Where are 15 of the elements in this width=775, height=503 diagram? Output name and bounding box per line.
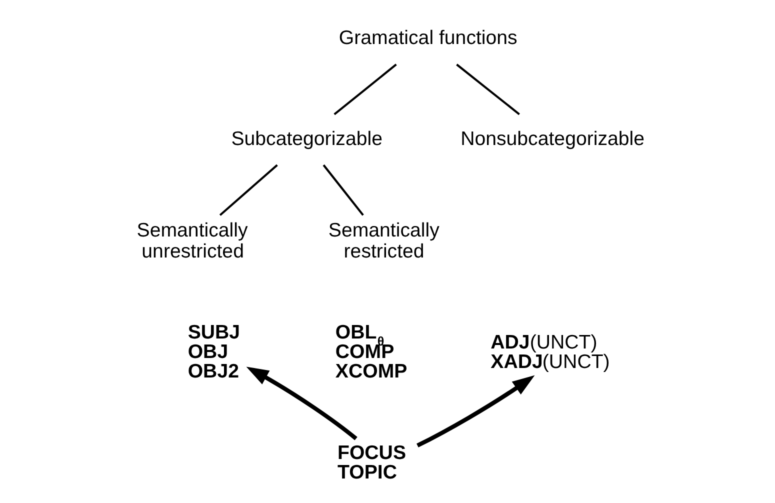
node-text: SUBJ OBJ OBJ2 (188, 322, 240, 383)
connector (219, 164, 278, 216)
node-text: Gramatical functions (338, 27, 518, 50)
connector (322, 164, 364, 216)
node-text: Subcategorizable (231, 128, 382, 150)
node-text: ADJ(UNCT) XADJ(UNCT) (490, 331, 610, 373)
arrow (246, 366, 358, 440)
arrow (416, 375, 535, 448)
node-text: Semantically restricted (328, 219, 440, 262)
connector (456, 64, 520, 116)
connector (334, 64, 397, 116)
node-text: FOCUS TOPIC (337, 442, 406, 484)
node-text: OBL$_{θ}$ COMP XCOMP (335, 322, 408, 383)
node-text: Nonsubcategorizable (460, 128, 645, 150)
node-text: Semantically unrestricted (136, 219, 248, 262)
